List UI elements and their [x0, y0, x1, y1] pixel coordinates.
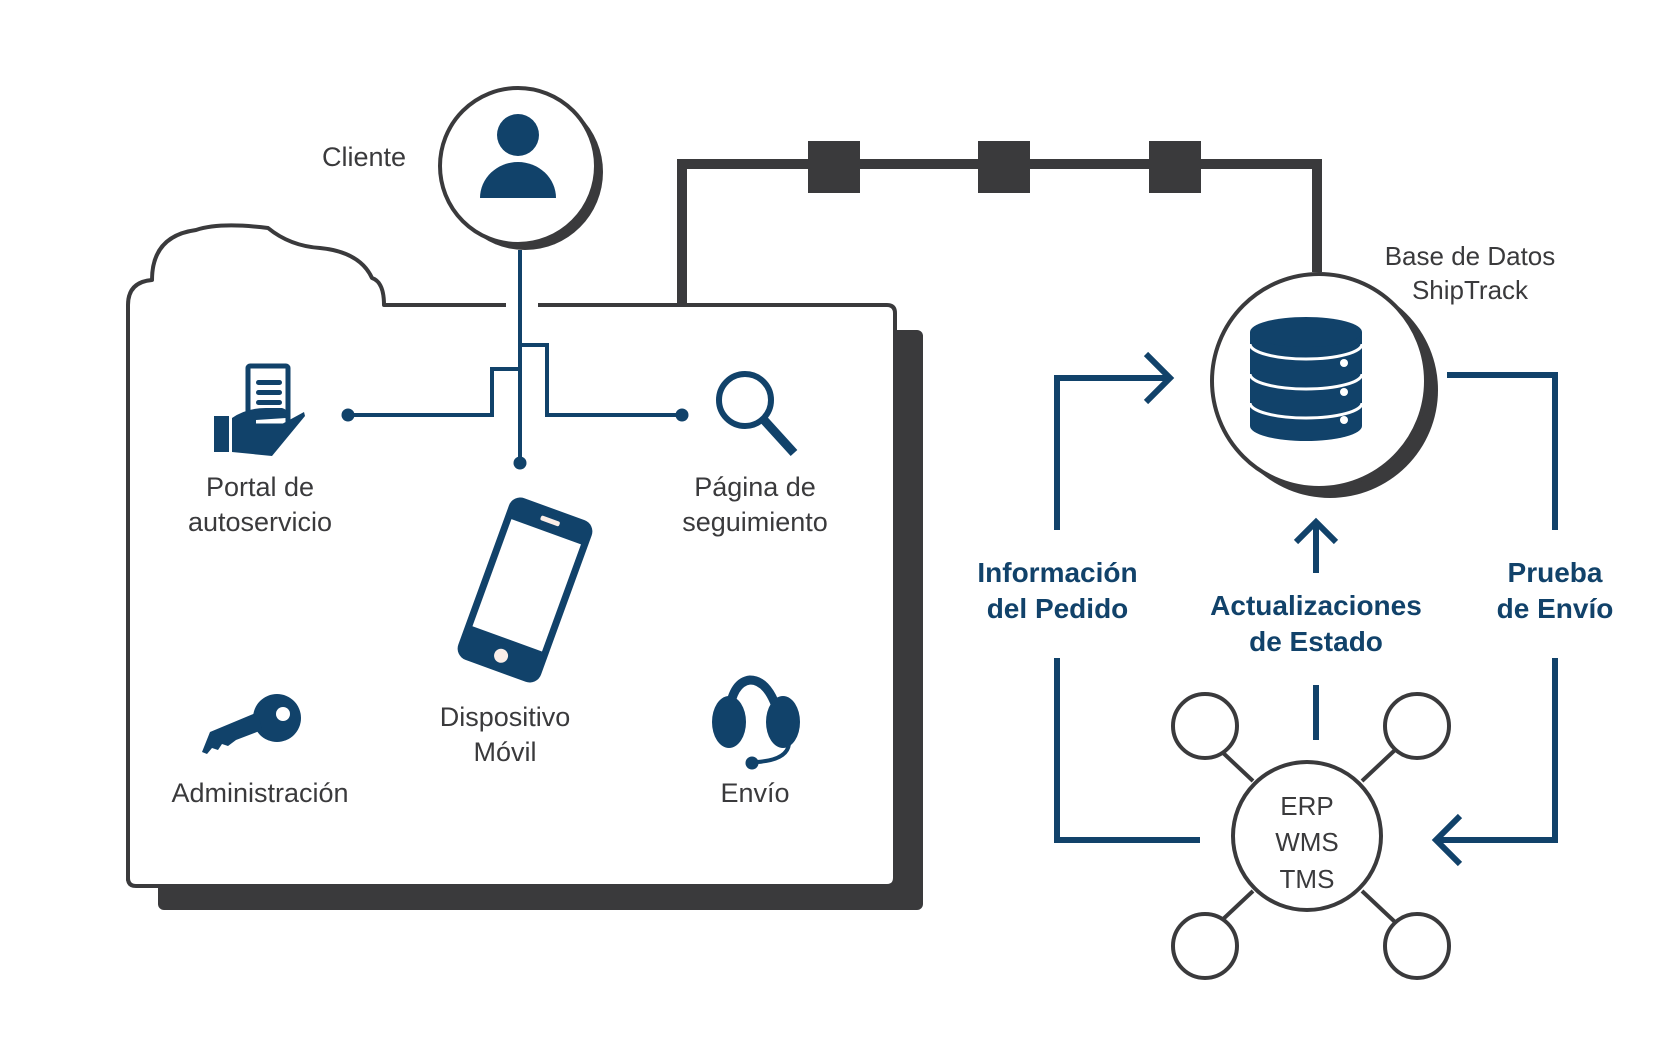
arrow-up-icon	[1293, 517, 1339, 545]
proof-line-upper	[1447, 372, 1558, 530]
order-info-flow	[1054, 351, 1200, 843]
proof-of-delivery-label: Prueba de Envío	[1496, 557, 1614, 625]
hub-circle	[1231, 760, 1383, 912]
database-icon	[1248, 317, 1364, 441]
network-node	[978, 141, 1030, 193]
database-node	[1210, 272, 1438, 498]
headset-icon	[712, 675, 800, 770]
circuit-dot	[341, 408, 355, 422]
client-node	[438, 86, 603, 250]
hub-spoke	[1218, 889, 1255, 924]
network-connection	[677, 141, 1322, 305]
proof-of-delivery-flow	[1431, 372, 1558, 867]
client-label: Cliente	[322, 142, 407, 172]
tracking-page-label: Página de seguimiento	[682, 472, 828, 538]
network-node	[1149, 141, 1201, 193]
client-circuit	[348, 250, 682, 463]
status-updates-flow	[1293, 517, 1339, 740]
portal-label: Portal de autoservicio	[187, 472, 333, 538]
network-node	[808, 141, 860, 193]
circuit-line-left	[348, 367, 520, 417]
mobile-device-label: Dispositivo Móvil	[439, 702, 571, 768]
hub-satellite	[1383, 912, 1451, 980]
hub-satellite	[1171, 692, 1239, 760]
order-info-label: Información del Pedido	[977, 557, 1138, 625]
arrow-right-icon	[1143, 351, 1175, 405]
circuit-line-right	[520, 343, 682, 417]
user-icon	[480, 114, 556, 198]
hub-spoke	[1360, 748, 1397, 783]
order-info-line-upper	[1054, 375, 1170, 530]
hub-satellite	[1383, 692, 1451, 760]
hub-node	[1171, 692, 1451, 980]
arrow-left-icon	[1431, 813, 1463, 867]
status-updates-label: Actualizaciones de Estado	[1210, 590, 1422, 658]
magnifier-icon	[716, 371, 798, 457]
shipping-label: Envío	[720, 778, 790, 808]
key-icon	[202, 694, 301, 754]
hub-label: ERP WMS TMS	[1275, 791, 1339, 894]
circuit-dot	[513, 456, 527, 470]
hub-spoke	[1360, 889, 1397, 924]
hub-spoke	[1218, 748, 1255, 783]
circuit-dot	[675, 408, 689, 422]
hub-satellite	[1171, 912, 1239, 980]
hand-document-icon	[214, 363, 305, 456]
smartphone-icon	[457, 497, 593, 683]
admin-label: Administración	[171, 778, 349, 808]
proof-line-lower	[1436, 658, 1558, 843]
database-label: Base de Datos ShipTrack	[1384, 241, 1556, 305]
order-info-line-lower	[1054, 658, 1200, 843]
